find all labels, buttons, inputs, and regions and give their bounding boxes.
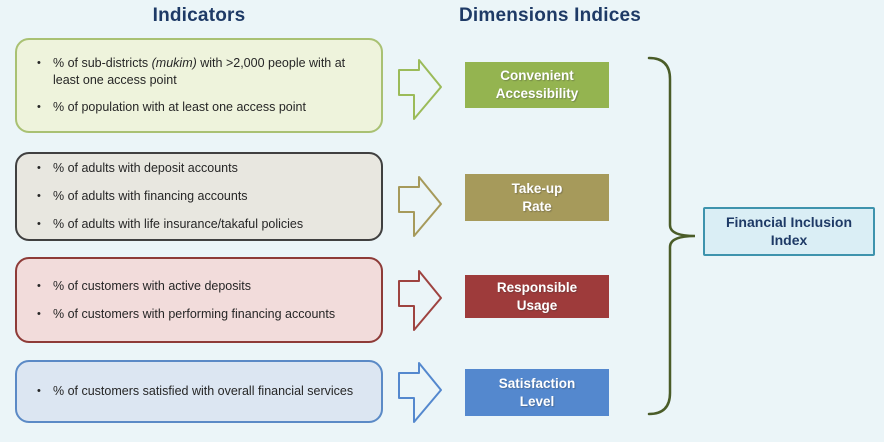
bullet-icon: • bbox=[37, 307, 41, 320]
bullet-icon: • bbox=[37, 217, 41, 230]
bullet-text: % of adults with life insurance/takaful … bbox=[53, 216, 304, 231]
bullet-text: % of adults with deposit accounts bbox=[53, 161, 238, 176]
bullet-text: % of population with at least one access… bbox=[53, 100, 306, 115]
list-item: • % of customers with performing financi… bbox=[37, 306, 369, 323]
bullet-text: % of customers with active deposits bbox=[53, 278, 251, 293]
bullet-text: % of customers with performing financing… bbox=[53, 306, 336, 321]
right-arrow-icon bbox=[398, 270, 442, 331]
bullet-text: % of customers satisfied with overall fi… bbox=[53, 384, 354, 399]
list-item: • % of sub-districts (mukim) with >2,000… bbox=[37, 55, 369, 89]
financial-inclusion-index-box: Financial Inclusion Index bbox=[703, 207, 875, 256]
bullet-text: % of adults with financing accounts bbox=[53, 189, 248, 204]
right-arrow-icon bbox=[398, 176, 442, 237]
indicator-box-accessibility: • % of sub-districts (mukim) with >2,000… bbox=[15, 38, 383, 133]
bullet-icon: • bbox=[37, 279, 41, 292]
dimension-box-satisfaction-level: Satisfaction Level bbox=[465, 369, 609, 416]
bullet-icon: • bbox=[37, 190, 41, 203]
bullet-icon: • bbox=[37, 101, 41, 114]
dimensions-indices-column-title: Dimensions Indices bbox=[458, 5, 642, 26]
indicator-box-takeup: • % of adults with deposit accounts • % … bbox=[15, 152, 383, 241]
list-item: • % of adults with financing accounts bbox=[37, 188, 369, 205]
dimension-box-takeup-rate: Take-up Rate bbox=[465, 174, 609, 221]
indicators-column-title: Indicators bbox=[152, 5, 246, 26]
indicator-box-satisfaction: • % of customers satisfied with overall … bbox=[15, 360, 383, 423]
right-arrow-icon bbox=[398, 59, 442, 120]
dimension-box-convenient-accessibility: Convenient Accessibility bbox=[465, 62, 609, 108]
curly-brace-icon bbox=[647, 56, 696, 416]
bullet-icon: • bbox=[37, 56, 41, 69]
dimension-box-responsible-usage: Responsible Usage bbox=[465, 275, 609, 318]
list-item: • % of adults with life insurance/takafu… bbox=[37, 216, 369, 233]
right-arrow-icon bbox=[398, 362, 442, 423]
bullet-icon: • bbox=[37, 162, 41, 175]
indicator-box-responsible-usage: • % of customers with active deposits • … bbox=[15, 257, 383, 343]
list-item: • % of customers with active deposits bbox=[37, 278, 369, 295]
list-item: • % of customers satisfied with overall … bbox=[37, 383, 369, 400]
list-item: • % of population with at least one acce… bbox=[37, 99, 369, 116]
list-item: • % of adults with deposit accounts bbox=[37, 160, 369, 177]
bullet-text: % of sub-districts (mukim) with >2,000 p… bbox=[53, 55, 346, 87]
bullet-icon: • bbox=[37, 385, 41, 398]
